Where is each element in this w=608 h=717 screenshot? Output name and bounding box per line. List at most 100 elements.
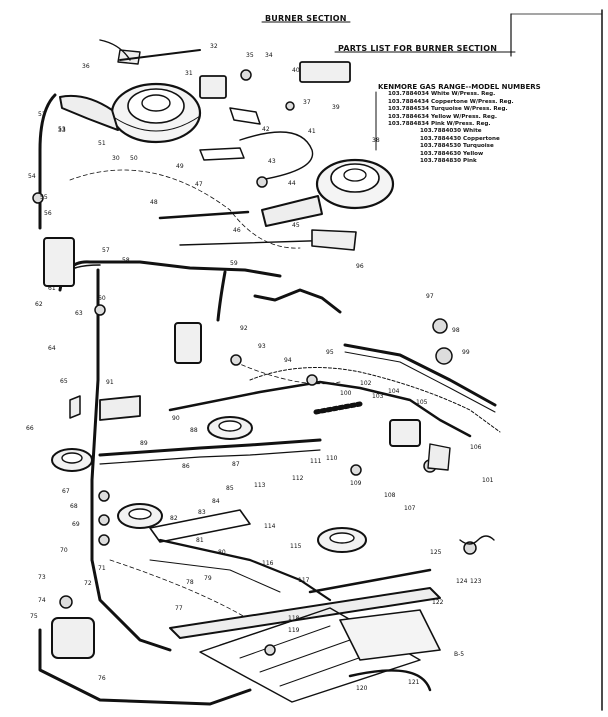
clip-piece xyxy=(69,395,81,419)
callout-60: 60 xyxy=(98,295,106,302)
safety-valve xyxy=(43,237,75,287)
dashed-guide-1 xyxy=(69,169,301,249)
burner-tube-1 xyxy=(59,94,119,131)
middle-fitting-pipe xyxy=(253,288,342,314)
callout-98: 98 xyxy=(452,327,460,334)
callout-85: 85 xyxy=(226,485,234,492)
callout-102: 102 xyxy=(360,380,372,387)
callout-43: 43 xyxy=(268,158,276,165)
callout-77: 77 xyxy=(175,605,183,612)
callout-53: 53 xyxy=(58,126,66,133)
callout-112: 112 xyxy=(292,475,304,482)
callout-91: 91 xyxy=(106,379,114,386)
callout-110: 110 xyxy=(326,455,338,462)
model-a-3: 103.7884634 Yellow W/Press. Reg. xyxy=(388,113,497,120)
callout-40: 40 xyxy=(292,67,300,74)
callout-67: 67 xyxy=(62,488,70,495)
callout-52: 52 xyxy=(38,111,46,118)
burner-head-right xyxy=(427,443,451,471)
callout-72: 72 xyxy=(84,580,92,587)
knob-nut-2 xyxy=(94,304,106,316)
callout-104: 104 xyxy=(388,388,400,395)
model-b-3: 103.7884630 Yellow xyxy=(420,150,484,157)
callout-88: 88 xyxy=(190,427,198,434)
callout-80: 80 xyxy=(218,549,226,556)
callout-93: 93 xyxy=(258,343,266,350)
spring-part xyxy=(459,535,495,545)
knob-nut-8 xyxy=(432,318,448,334)
callout-46: 46 xyxy=(233,227,241,234)
knob-nut-10 xyxy=(463,541,477,555)
broiler-grate xyxy=(169,587,441,703)
gas-supply-pipe xyxy=(58,260,282,292)
callout-64: 64 xyxy=(48,345,56,352)
callout-71: 71 xyxy=(98,565,106,572)
lower-pipe-bend-2 xyxy=(149,559,281,593)
bottom-supply-pipe xyxy=(38,628,252,706)
model-b-0: 103.7884030 White xyxy=(420,128,482,135)
callout-81: 81 xyxy=(196,537,204,544)
model-a-4: 103.7884834 Pink W/Press. Reg. xyxy=(388,121,491,128)
callout-92: 92 xyxy=(240,325,248,332)
callout-115: 115 xyxy=(290,543,302,550)
callout-70: 70 xyxy=(60,547,68,554)
callout-107: 107 xyxy=(404,505,416,512)
callout-65: 65 xyxy=(60,378,68,385)
right-upper-pipe xyxy=(343,343,497,407)
callout-38: 38 xyxy=(372,137,380,144)
callout-44: 44 xyxy=(288,180,296,187)
callout-31: 31 xyxy=(185,70,193,77)
callout-124: 124 xyxy=(456,578,468,585)
callout-56: 56 xyxy=(44,210,52,217)
callout-94: 94 xyxy=(284,357,292,364)
callout-30: 30 xyxy=(112,155,120,162)
top-pipe xyxy=(119,49,201,61)
model-b-2: 103.7884530 Turquoise xyxy=(420,143,494,150)
callout-106: 106 xyxy=(470,444,482,451)
callout-116: 116 xyxy=(262,560,274,567)
main-manifold-pipe xyxy=(38,93,57,230)
model-a-1: 103.7884434 Coppertone W/Press. Reg. xyxy=(388,98,514,105)
callout-48: 48 xyxy=(150,199,158,206)
callout-34: 34 xyxy=(265,52,273,59)
callout-39: 39 xyxy=(332,104,340,111)
knob-nut-4 xyxy=(98,514,110,526)
callout-101: 101 xyxy=(482,477,494,484)
callout-120: 120 xyxy=(356,685,368,692)
thermostat-capillary xyxy=(249,367,501,433)
oven-valve-pipe xyxy=(168,380,472,438)
burner-shutter xyxy=(299,61,351,83)
callout-87: 87 xyxy=(232,461,240,468)
callout-97: 97 xyxy=(426,293,434,300)
top-burner-large xyxy=(110,82,202,144)
callout-36: 36 xyxy=(82,63,90,70)
model-numbers-block: KENMORE GAS RANGE--MODEL NUMBERS 103.788… xyxy=(378,83,541,165)
callout-35: 35 xyxy=(246,52,254,59)
callout-119: 119 xyxy=(288,627,300,634)
pilot-bracket xyxy=(229,107,261,125)
connector-nut-row xyxy=(313,401,363,415)
callout-117: 117 xyxy=(298,577,310,584)
callout-42: 42 xyxy=(262,126,270,133)
knob-nut-17 xyxy=(264,644,276,656)
callout-108: 108 xyxy=(384,492,396,499)
knob-nut-3 xyxy=(98,490,110,502)
callout-114: 114 xyxy=(264,523,276,530)
callout-45: 45 xyxy=(292,222,300,229)
callout-109: 109 xyxy=(350,480,362,487)
callout-73: 73 xyxy=(38,574,46,581)
knob-nut-12 xyxy=(285,101,295,111)
knob-nut-15 xyxy=(350,464,362,476)
knob-nut-1 xyxy=(32,192,44,204)
callout-89: 89 xyxy=(140,440,148,447)
bottom-burner-tube-2 xyxy=(348,669,432,692)
bracket-piece xyxy=(99,395,141,421)
page-reference: B-5 xyxy=(454,651,464,658)
dashed-guide-2 xyxy=(234,361,341,385)
callout-69: 69 xyxy=(72,521,80,528)
callout-96: 96 xyxy=(356,263,364,270)
callout-66: 66 xyxy=(26,425,34,432)
callout-86: 86 xyxy=(182,463,190,470)
